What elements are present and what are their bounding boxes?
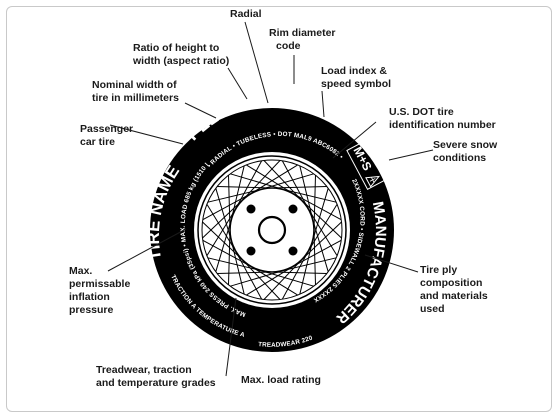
wheel-spoke xyxy=(207,188,262,203)
wheel-spoke xyxy=(230,173,284,190)
aspect-ratio-leader xyxy=(227,67,248,100)
passenger-leader xyxy=(109,124,184,145)
ply-composition-label-line1: Tire ply xyxy=(420,264,457,276)
severe-snow-label-line1: Severe snow xyxy=(433,139,498,151)
wheel-spoke xyxy=(292,239,342,267)
wheel-spoke xyxy=(215,218,232,272)
dot-number-leader xyxy=(332,121,377,159)
lug-nut xyxy=(288,246,298,256)
max-load-label: Max. load rating xyxy=(241,374,321,386)
dot-number-label-line1: U.S. DOT tire xyxy=(389,106,454,118)
max-inflation-label-line3: inflation xyxy=(69,291,110,303)
rim-diameter-label-line1: Rim diameter xyxy=(269,27,336,39)
wheel-spoke xyxy=(281,250,309,300)
wheel-spoke xyxy=(246,265,294,296)
wheel-spoke xyxy=(281,160,309,210)
wheel-spoke xyxy=(250,265,298,296)
leader-lines xyxy=(107,21,434,377)
max-inflation-label-line4: pressure xyxy=(69,304,114,316)
wheel-spoke xyxy=(282,188,337,203)
wheel-spoke xyxy=(307,204,338,252)
wheel-spoke xyxy=(299,165,314,220)
wheel-spoke xyxy=(230,240,245,295)
wheel-spoke xyxy=(260,270,314,287)
wheel-spoke xyxy=(230,165,245,220)
max-load-leader xyxy=(225,297,237,377)
wheel-spoke xyxy=(299,240,314,295)
wheel-spoke xyxy=(271,186,327,189)
load-index-label-line2: speed symbol xyxy=(321,78,391,90)
lug-nut xyxy=(246,204,256,214)
wheel-spoke xyxy=(312,188,329,242)
lug-nut xyxy=(246,246,256,256)
severe-snow-label-line2: conditions xyxy=(433,152,486,164)
max-inflation-leader xyxy=(107,228,187,272)
wheel-spoke xyxy=(202,221,243,261)
nominal-width-leader xyxy=(184,102,217,119)
wheel-spoke xyxy=(250,164,298,195)
wheel-spoke xyxy=(206,208,237,256)
wheel-spoke xyxy=(202,199,243,239)
wheel-spoke xyxy=(241,160,281,201)
wheel-spoke xyxy=(263,259,303,300)
wheel-spoke xyxy=(312,218,329,272)
wheel-spoke xyxy=(282,257,337,272)
load-index-leader xyxy=(321,90,325,118)
wheel-spoke xyxy=(228,175,231,231)
wheel-spoke xyxy=(301,199,342,239)
ply-composition-leader xyxy=(364,254,419,273)
wheel-spoke xyxy=(260,173,314,190)
wheel-spoke xyxy=(217,271,273,274)
wheel-spoke xyxy=(207,257,262,272)
radial-leader xyxy=(244,21,269,104)
wheel-spoke xyxy=(246,164,294,195)
ply-composition-label-line4: used xyxy=(420,303,445,315)
wheel-spoke xyxy=(228,229,231,285)
wheel-spoke xyxy=(307,208,338,256)
wheel-spokes xyxy=(202,160,342,300)
wheel-spoke xyxy=(230,270,284,287)
max-inflation-label-line2: permissable xyxy=(69,278,130,290)
treadwear-label-line2: and temperature grades xyxy=(96,377,216,389)
wheel-spoke xyxy=(202,239,252,267)
treadwear-label-line1: Treadwear, traction xyxy=(96,364,192,376)
wheel-spoke xyxy=(301,221,342,261)
aspect-ratio-label-line1: Ratio of height to xyxy=(133,42,219,54)
lug-nut xyxy=(288,204,298,214)
nominal-width-label-line1: Nominal width of xyxy=(92,79,177,91)
wheel-spoke xyxy=(217,186,273,189)
ply-composition-label-line2: composition xyxy=(420,277,482,289)
wheel xyxy=(194,152,350,308)
wheel-spoke xyxy=(271,271,327,274)
wheel-spoke xyxy=(202,193,252,221)
wheel-spoke xyxy=(206,204,237,252)
max-inflation-label-line1: Max. xyxy=(69,265,92,277)
center-bore xyxy=(257,215,287,245)
aspect-ratio-label-line2: width (aspect ratio) xyxy=(132,55,229,67)
wheel-spoke xyxy=(263,160,303,201)
wheel-spoke xyxy=(235,250,263,300)
wheel-spoke xyxy=(235,160,263,210)
wheel-spoke xyxy=(241,259,281,300)
mountain-snowflake-icon xyxy=(365,175,381,188)
dot-number-label-line2: identification number xyxy=(389,119,496,131)
wheel-spoke xyxy=(313,175,316,231)
passenger-label-line2: car tire xyxy=(80,136,115,148)
nominal-width-label-line2: tire in millimeters xyxy=(92,92,179,104)
radial-label: Radial xyxy=(230,8,262,20)
wheel-spoke xyxy=(215,188,232,242)
ply-composition-label-line3: and materials xyxy=(420,290,488,302)
wheel-spoke xyxy=(292,193,342,221)
load-index-label-line1: Load index & xyxy=(321,65,387,77)
wheel-spoke xyxy=(313,229,316,285)
passenger-label-line1: Passenger xyxy=(80,123,133,135)
rim-diameter-label-line2: code xyxy=(276,40,301,52)
severe-snow-leader xyxy=(388,149,434,161)
